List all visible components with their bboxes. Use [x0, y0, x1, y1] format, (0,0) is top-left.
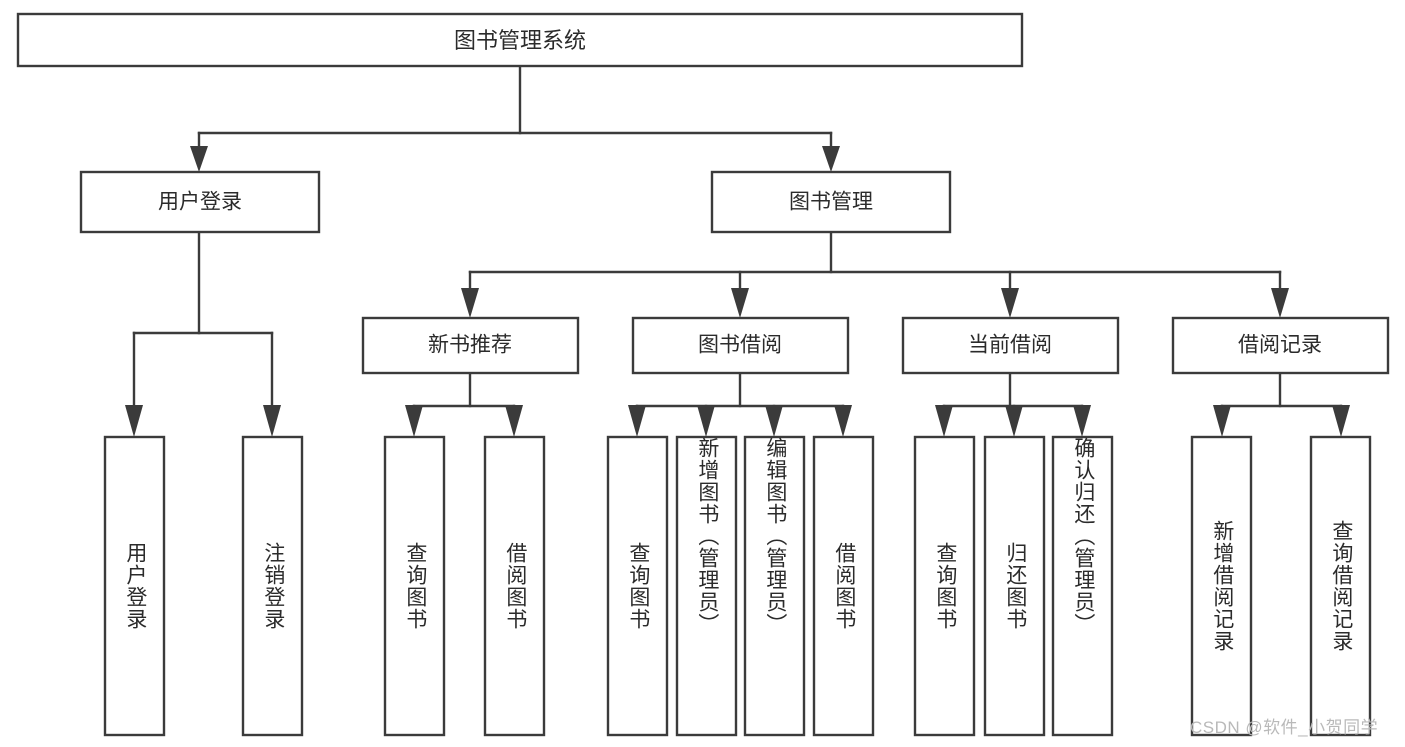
node-borrow-record[interactable]: [1171, 316, 1390, 375]
leaf-box-logout[interactable]: [241, 435, 304, 737]
leaf-box-add-record[interactable]: [1190, 435, 1253, 737]
node-borrow-record-label: 借阅记录: [1238, 334, 1322, 357]
node-current-borrow[interactable]: [901, 316, 1120, 375]
node-new-book-recommend-label: 新书推荐: [428, 334, 512, 357]
arrow-to-borrow-book: [731, 288, 749, 318]
arrow-leaf-query-book-1: [405, 405, 423, 437]
arrow-to-book-management: [822, 146, 840, 172]
node-user-login-label: 用户登录: [158, 191, 242, 214]
arrow-leaf-borrow-book-2: [834, 405, 852, 437]
arrow-to-user-login: [190, 146, 208, 172]
arrow-to-borrow-record: [1271, 288, 1289, 318]
leaf-box-query-book-1[interactable]: [383, 435, 446, 737]
arrow-to-current-borrow: [1001, 288, 1019, 318]
node-book-management-label: 图书管理: [789, 191, 873, 214]
leaf-box-borrow-book-1[interactable]: [483, 435, 546, 737]
arrow-leaf-query-book-3: [935, 405, 953, 437]
node-current-borrow-label: 当前借阅: [968, 334, 1052, 357]
leaf-box-edit-book[interactable]: [743, 435, 806, 737]
node-root[interactable]: [16, 12, 1024, 68]
node-book-management[interactable]: [710, 170, 952, 234]
arrow-leaf-return-book: [1005, 405, 1023, 437]
arrow-leaf-add-record: [1213, 405, 1231, 437]
arrow-leaf-query-book-2: [628, 405, 646, 437]
leaf-box-query-record[interactable]: [1309, 435, 1372, 737]
node-root-label: 图书管理系统: [454, 28, 586, 53]
leaf-box-add-book[interactable]: [675, 435, 738, 737]
arrow-leaf-query-record: [1332, 405, 1350, 437]
arrow-leaf-add-book: [697, 405, 715, 437]
leaf-box-query-book-3[interactable]: [913, 435, 976, 737]
arrow-leaf-borrow-book-1: [505, 405, 523, 437]
leaf-box-borrow-book-2[interactable]: [812, 435, 875, 737]
arrow-to-new-book: [461, 288, 479, 318]
arrow-leaf-confirm-return: [1073, 405, 1091, 437]
leaf-box-user-login[interactable]: [103, 435, 166, 737]
arrow-leaf-edit-book: [765, 405, 783, 437]
node-user-login[interactable]: [79, 170, 321, 234]
node-book-borrow[interactable]: [631, 316, 850, 375]
node-new-book-recommend[interactable]: [361, 316, 580, 375]
node-book-borrow-label: 图书借阅: [698, 334, 782, 357]
leaf-box-confirm-return[interactable]: [1051, 435, 1114, 737]
leaf-box-query-book-2[interactable]: [606, 435, 669, 737]
arrow-leaf-user-login: [125, 405, 143, 437]
leaf-box-return-book[interactable]: [983, 435, 1046, 737]
arrow-leaf-logout: [263, 405, 281, 437]
